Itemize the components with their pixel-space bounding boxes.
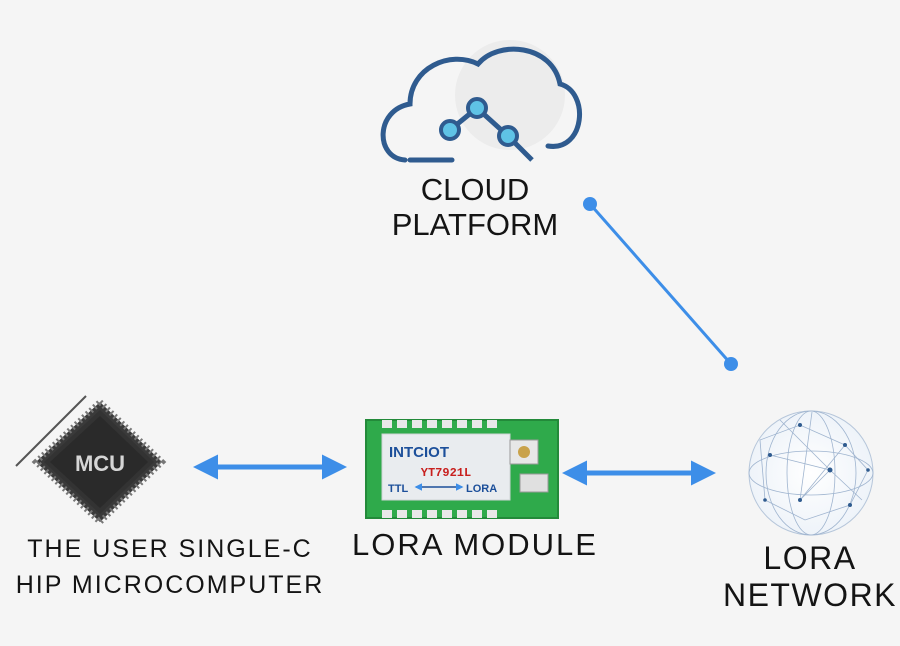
cloud-network-connector: [583, 197, 738, 371]
lora-network-label-line1: LORA: [763, 540, 857, 576]
mcu-chip-text: MCU: [75, 451, 125, 476]
mcu-label-line2: HIP MICROCOMPUTER: [15, 570, 325, 599]
lora-module-board: [365, 419, 559, 519]
module-ttl-text: TTL: [388, 483, 408, 495]
mcu-label-line1: THE USER SINGLE-C: [27, 535, 313, 563]
mcu-label: THE USER SINGLE-C HIP MICROCOMPUTER: [0, 532, 340, 604]
mcu-chip-icon: [15, 395, 167, 527]
lora-network-label: LORA NETWORK: [715, 540, 900, 614]
lora-module-label: LORA MODULE: [352, 527, 598, 562]
module-brand-text: INTCIOT: [389, 444, 449, 461]
cloud-label-line2: PLATFORM: [391, 207, 559, 243]
module-model-text: YT7921L: [421, 466, 471, 480]
cloud-platform-icon: [380, 40, 582, 163]
cloud-platform-label: CLOUD PLATFORM: [330, 172, 620, 242]
lora-network-label-line2: NETWORK: [722, 576, 898, 613]
cloud-label-line1: CLOUD: [420, 172, 530, 207]
lora-network-globe-icon: [748, 410, 874, 536]
module-lora-text: LORA: [466, 483, 497, 495]
